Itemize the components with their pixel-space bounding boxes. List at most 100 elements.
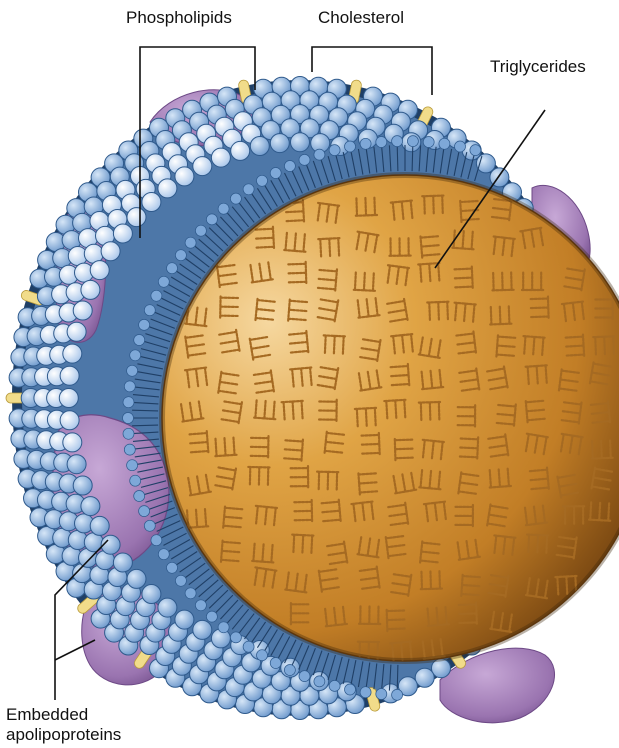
- phospholipid-head: [470, 145, 481, 156]
- phospholipid-head: [151, 290, 162, 301]
- phospholipid-head: [142, 193, 161, 212]
- phospholipid-head: [193, 620, 212, 639]
- phospholipid-head: [415, 668, 434, 687]
- phospholipid-head: [376, 689, 387, 700]
- phospholipid-head: [218, 203, 229, 214]
- label-phospholipids: Phospholipids: [126, 8, 232, 27]
- label-apolipoproteins-line2: apolipoproteins: [6, 725, 121, 745]
- phospholipid-head: [158, 179, 177, 198]
- phospholipid-head: [158, 276, 169, 287]
- phospholipid-head: [73, 301, 92, 320]
- phospholipid-head: [73, 476, 92, 495]
- phospholipid-head: [81, 280, 100, 299]
- phospholipid-head: [101, 242, 120, 261]
- phospholipid-head: [134, 335, 145, 346]
- phospholipid-head: [360, 138, 371, 149]
- phospholipid-head: [250, 137, 269, 156]
- phospholipid-head: [455, 141, 466, 152]
- phospholipid-head: [195, 225, 206, 236]
- label-cholesterol: Cholesterol: [318, 8, 404, 27]
- phospholipid-head: [270, 658, 281, 669]
- phospholipid-head: [134, 491, 145, 502]
- phospholipid-head: [175, 575, 186, 586]
- phospholipid-head: [139, 319, 150, 330]
- phospholipid-head: [230, 632, 241, 643]
- phospholipid-head: [299, 671, 310, 682]
- phospholipid-head: [299, 154, 310, 165]
- phospholipid-head: [124, 444, 135, 455]
- phospholipid-head: [211, 148, 230, 167]
- phospholipid-head: [195, 600, 206, 611]
- phospholipid-head: [345, 141, 356, 152]
- phospholipid-head: [185, 588, 196, 599]
- phospholipid-head: [63, 433, 82, 452]
- phospholipid-head: [139, 506, 150, 517]
- phospholipid-head: [167, 562, 178, 573]
- phospholipid-head: [63, 344, 82, 363]
- phospholipid-head: [291, 133, 310, 152]
- phospholipid-head: [392, 689, 403, 700]
- phospholipid-tail: [412, 145, 413, 171]
- phospholipid-head: [158, 598, 177, 617]
- phospholipid-head: [130, 350, 141, 361]
- phospholipid-head: [392, 136, 403, 147]
- phospholipid-head: [127, 569, 146, 588]
- phospholipid-head: [185, 237, 196, 248]
- phospholipid-head: [90, 261, 109, 280]
- phospholipid-head: [206, 214, 217, 225]
- phospholipid-head: [175, 250, 186, 261]
- phospholipid-tail: [397, 665, 398, 691]
- phospholipid-head: [360, 687, 371, 698]
- phospholipid-head: [113, 553, 132, 572]
- phospholipid-tail: [132, 410, 158, 411]
- label-triglycerides: Triglycerides: [490, 57, 586, 76]
- phospholipid-head: [127, 460, 138, 471]
- phospholipid-head: [123, 397, 134, 408]
- phospholipid-head: [345, 684, 356, 695]
- phospholipid-head: [206, 611, 217, 622]
- phospholipid-head: [257, 175, 268, 186]
- phospholipid-head: [230, 193, 241, 204]
- phospholipid-head: [257, 650, 268, 661]
- phospholipid-head: [90, 516, 109, 535]
- phospholipid-head: [67, 322, 86, 341]
- phospholipid-head: [270, 134, 289, 153]
- phospholipid-head: [130, 475, 141, 486]
- phospholipid-head: [151, 535, 162, 546]
- phospholipid-head: [423, 137, 434, 148]
- phospholipid-head: [175, 610, 194, 629]
- phospholipid-head: [218, 622, 229, 633]
- phospholipid-head: [144, 305, 155, 316]
- phospholipid-head: [60, 366, 79, 385]
- phospholipid-head: [142, 585, 161, 604]
- phospholipid-head: [231, 141, 250, 160]
- phospholipid-head: [284, 665, 295, 676]
- phospholipid-head: [314, 676, 325, 687]
- phospholipid-head: [81, 497, 100, 516]
- phospholipid-head: [314, 149, 325, 160]
- phospholipid-head: [127, 208, 146, 227]
- label-apolipoproteins-line1: Embedded: [6, 705, 121, 725]
- phospholipid-tail: [397, 145, 398, 171]
- phospholipid-head: [284, 161, 295, 172]
- phospholipid-head: [124, 381, 135, 392]
- phospholipid-head: [175, 167, 194, 186]
- phospholipid-head: [144, 520, 155, 531]
- phospholipid-head: [167, 263, 178, 274]
- phospholipid-head: [123, 428, 134, 439]
- phospholipid-head: [439, 138, 450, 149]
- phospholipid-head: [243, 641, 254, 652]
- phospholipid-head: [270, 168, 281, 179]
- phospholipid-head: [60, 411, 79, 430]
- phospholipid-head: [123, 413, 134, 424]
- phospholipid-tail: [132, 425, 158, 426]
- phospholipid-head: [376, 137, 387, 148]
- phospholipid-head: [127, 365, 138, 376]
- phospholipid-head: [59, 389, 78, 408]
- phospholipid-head: [158, 549, 169, 560]
- phospholipid-head: [113, 224, 132, 243]
- phospholipid-head: [67, 455, 86, 474]
- phospholipid-head: [329, 145, 340, 156]
